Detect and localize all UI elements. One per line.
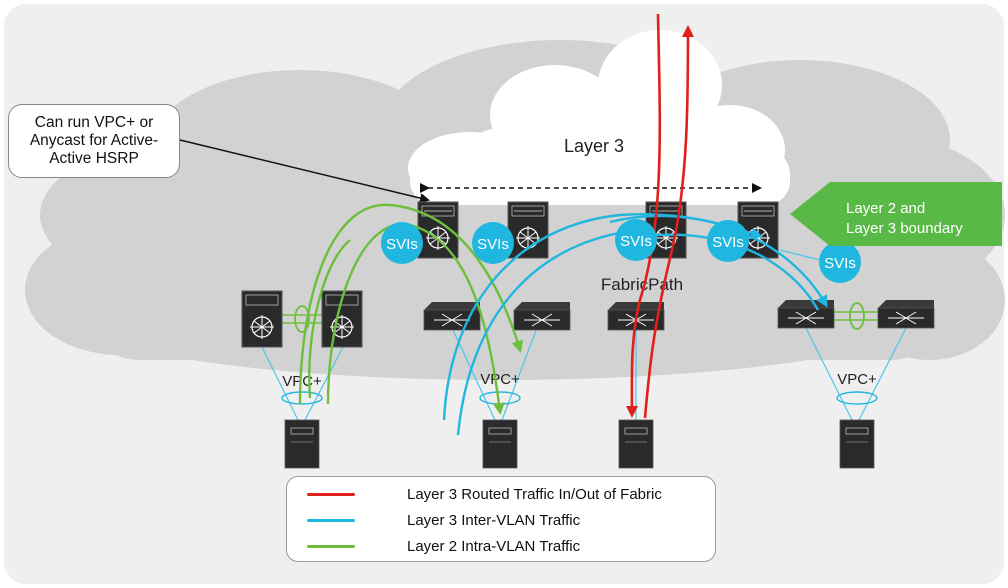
layer3-routed-traffic	[625, 13, 694, 419]
svi-badge-icon	[381, 219, 861, 283]
svi-label-1: SVIs	[386, 236, 418, 253]
legend-label: Layer 3 Routed Traffic In/Out of Fabric	[407, 485, 662, 503]
legend-item-routed: Layer 3 Routed Traffic In/Out of Fabric	[307, 483, 662, 505]
boundary-label-line2: Layer 3 boundary	[846, 220, 963, 237]
svi-label-4: SVIs	[712, 234, 744, 251]
vpc-label-right: VPC+	[837, 371, 877, 388]
legend-swatch-red	[307, 492, 355, 496]
callout-text: Can run VPC+ or Anycast for Active-Activ…	[29, 114, 159, 167]
legend-item-inter-vlan: Layer 3 Inter-VLAN Traffic	[307, 509, 580, 531]
server-uplinks	[261, 249, 907, 421]
vpc-peer-link-icon	[276, 302, 880, 333]
svi-label-2: SVIs	[477, 236, 509, 253]
vpc-label-left: VPC+	[282, 373, 322, 390]
traffic-legend: Layer 3 Routed Traffic In/Out of Fabric …	[286, 476, 716, 562]
svi-label-5: SVIs	[824, 255, 856, 272]
layer-boundary-arrow: Layer 2 and Layer 3 boundary	[790, 182, 1002, 246]
vpc-bundle-rings	[281, 391, 878, 405]
legend-swatch-blue	[307, 518, 355, 522]
boundary-label-line1: Layer 2 and	[846, 200, 925, 217]
legend-item-intra-vlan: Layer 2 Intra-VLAN Traffic	[307, 535, 580, 557]
server-icon	[284, 419, 875, 469]
leaf-switch-icon	[423, 300, 935, 331]
vpc-label-middle: VPC+	[480, 371, 520, 388]
vpc-anycast-callout: Can run VPC+ or Anycast for Active-Activ…	[8, 104, 180, 178]
legend-swatch-green	[307, 544, 355, 548]
callout-pointer-arrow	[179, 139, 430, 203]
legend-label: Layer 3 Inter-VLAN Traffic	[407, 511, 581, 529]
layer3-label: Layer 3	[564, 136, 624, 156]
legend-label: Layer 2 Intra-VLAN Traffic	[407, 537, 581, 555]
svi-label-3: SVIs	[620, 233, 652, 250]
